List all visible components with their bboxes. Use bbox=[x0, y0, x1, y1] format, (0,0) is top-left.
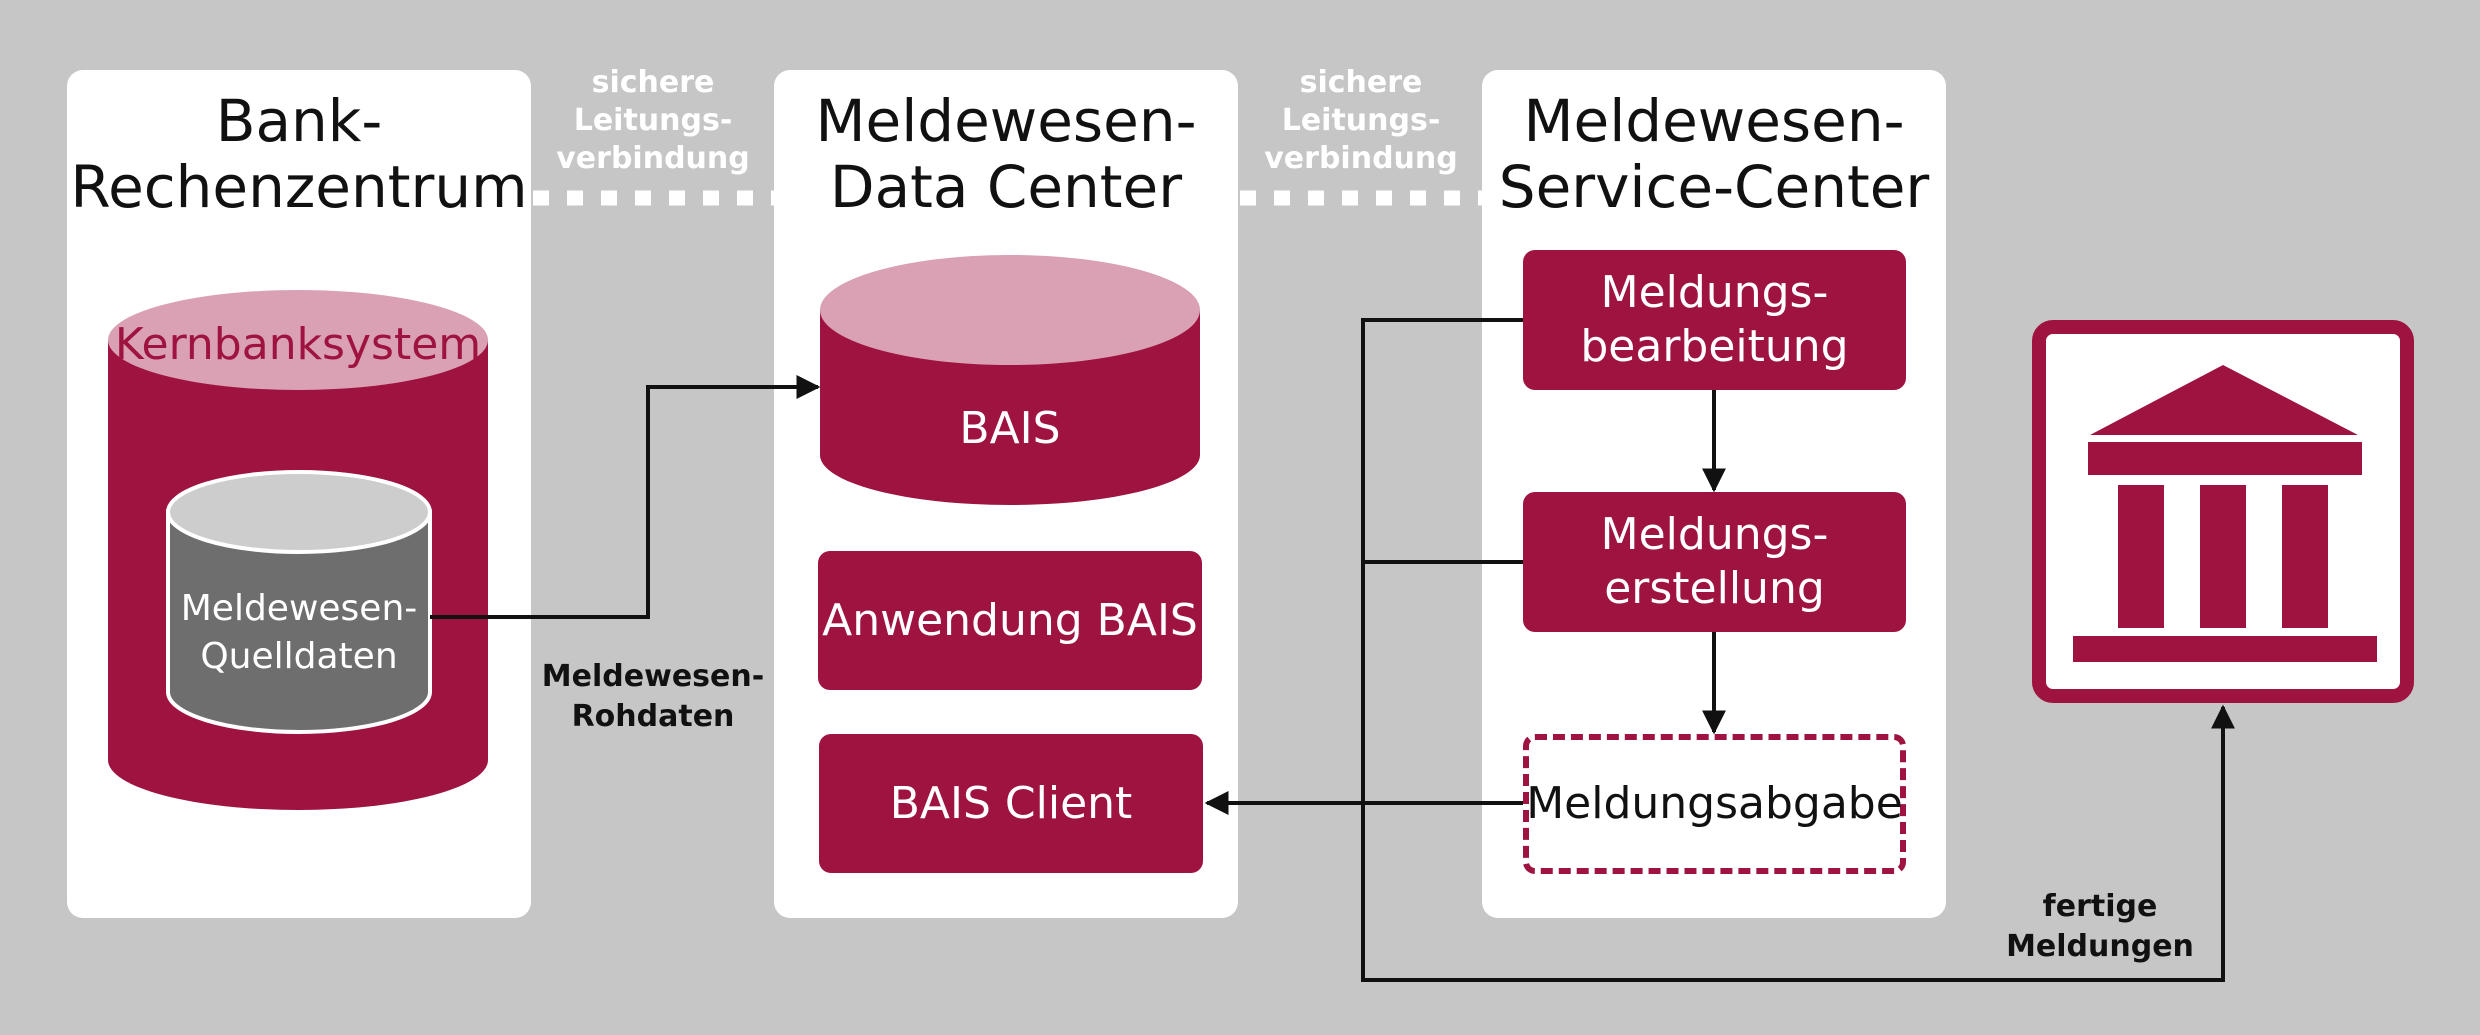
meldungserstellung-box: Meldungs- erstellung bbox=[1523, 492, 1906, 632]
bais-label: BAIS bbox=[959, 403, 1061, 454]
panel-title-service-center: Meldewesen- Service-Center bbox=[1498, 87, 1930, 221]
connection-label-right: sichere Leitungs- verbindung bbox=[1264, 65, 1458, 176]
bus-line bbox=[1361, 318, 2235, 982]
bank-building-icon bbox=[2032, 320, 2414, 703]
meldungsabgabe-box: Meldungsabgabe bbox=[1523, 734, 1906, 874]
arrow-rohdaten bbox=[430, 375, 821, 619]
source-data-label: Meldewesen- Quelldaten bbox=[180, 588, 418, 677]
meldungsbearbeitung-box: Meldungs- bearbeitung bbox=[1523, 250, 1906, 390]
panel-title-bank: Bank- Rechenzentrum bbox=[70, 87, 528, 221]
panel-title-data-center: Meldewesen- Data Center bbox=[815, 87, 1197, 221]
bais-client-box: BAIS Client bbox=[819, 734, 1203, 873]
source-data-cylinder bbox=[166, 470, 432, 734]
anwendung-bais-box: Anwendung BAIS bbox=[818, 551, 1202, 690]
kernbank-label: Kernbanksystem bbox=[114, 319, 482, 370]
connection-label-left: sichere Leitungs- verbindung bbox=[556, 65, 750, 176]
bais-cylinder bbox=[820, 255, 1200, 505]
rohdaten-label: Meldewesen- Rohdaten bbox=[541, 659, 765, 734]
fertige-meldungen-label: fertige Meldungen bbox=[2006, 889, 2194, 964]
